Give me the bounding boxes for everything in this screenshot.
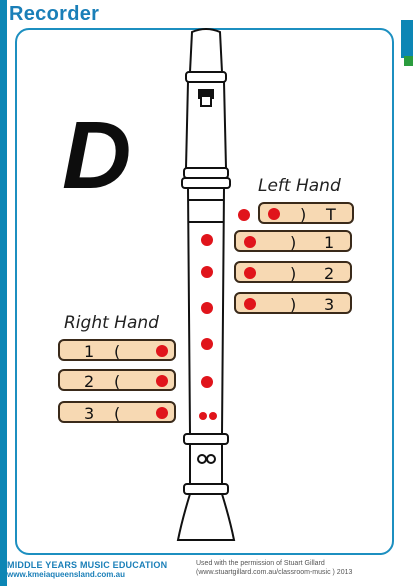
hole-5-covered xyxy=(201,376,213,388)
finger-number: 3 xyxy=(84,404,94,423)
finger-number: 2 xyxy=(84,372,94,391)
finger-number: T xyxy=(326,205,336,224)
finger-symbol: ( xyxy=(114,342,120,361)
finger-number: 3 xyxy=(324,295,334,314)
footer-permission: Used with the permission of Stuart Gilla… xyxy=(196,560,325,567)
fingertip-dot xyxy=(156,345,168,357)
finger-symbol: ( xyxy=(114,372,120,391)
right-finger-1: 1 ( xyxy=(58,339,176,361)
recorder-ring-2 xyxy=(184,168,228,178)
fingertip-dot xyxy=(268,208,280,220)
finger-symbol: ) xyxy=(290,295,296,314)
finger-symbol: ) xyxy=(300,205,306,224)
fingertip-dot xyxy=(244,236,256,248)
left-finger-2: ) 2 xyxy=(234,261,352,283)
fingertip-dot xyxy=(244,298,256,310)
hole-3-covered xyxy=(201,302,213,314)
thumb-hole-covered xyxy=(238,209,250,221)
finger-symbol: ) xyxy=(290,264,296,283)
right-finger-3: 3 ( xyxy=(58,401,176,423)
hole-6a-covered xyxy=(199,412,207,420)
finger-number: 1 xyxy=(324,233,334,252)
left-finger-1: ) 1 xyxy=(234,230,352,252)
recorder-ring-3 xyxy=(182,178,230,188)
footer-source[interactable]: (www.stuartgillard.com.au/classroom-musi… xyxy=(196,569,352,576)
recorder-bell xyxy=(178,494,234,540)
footer-website[interactable]: www.kmeiaqueensland.com.au xyxy=(7,570,125,579)
recorder-foot-joint xyxy=(190,444,222,484)
fingertip-dot xyxy=(156,375,168,387)
recorder-ring-1 xyxy=(186,72,226,82)
hole-6b-covered xyxy=(209,412,217,420)
fingertip-dot xyxy=(156,407,168,419)
left-finger-thumb: ) T xyxy=(258,202,354,224)
hole-2-covered xyxy=(201,266,213,278)
right-finger-2: 2 ( xyxy=(58,369,176,391)
finger-symbol: ( xyxy=(114,404,120,423)
hole-1-covered xyxy=(201,234,213,246)
recorder-ring-5 xyxy=(184,484,228,494)
recorder-labium xyxy=(201,96,211,106)
recorder-mouthpiece xyxy=(190,29,222,72)
finger-number: 1 xyxy=(84,342,94,361)
right-hand-label: Right Hand xyxy=(64,313,159,333)
recorder-ring-4 xyxy=(184,434,228,444)
left-hand-label: Left Hand xyxy=(258,176,341,196)
finger-number: 2 xyxy=(324,264,334,283)
fingertip-dot xyxy=(244,267,256,279)
footer-org: MIDDLE YEARS MUSIC EDUCATION xyxy=(7,560,167,570)
hole-4-covered xyxy=(201,338,213,350)
left-finger-3: ) 3 xyxy=(234,292,352,314)
finger-symbol: ) xyxy=(290,233,296,252)
